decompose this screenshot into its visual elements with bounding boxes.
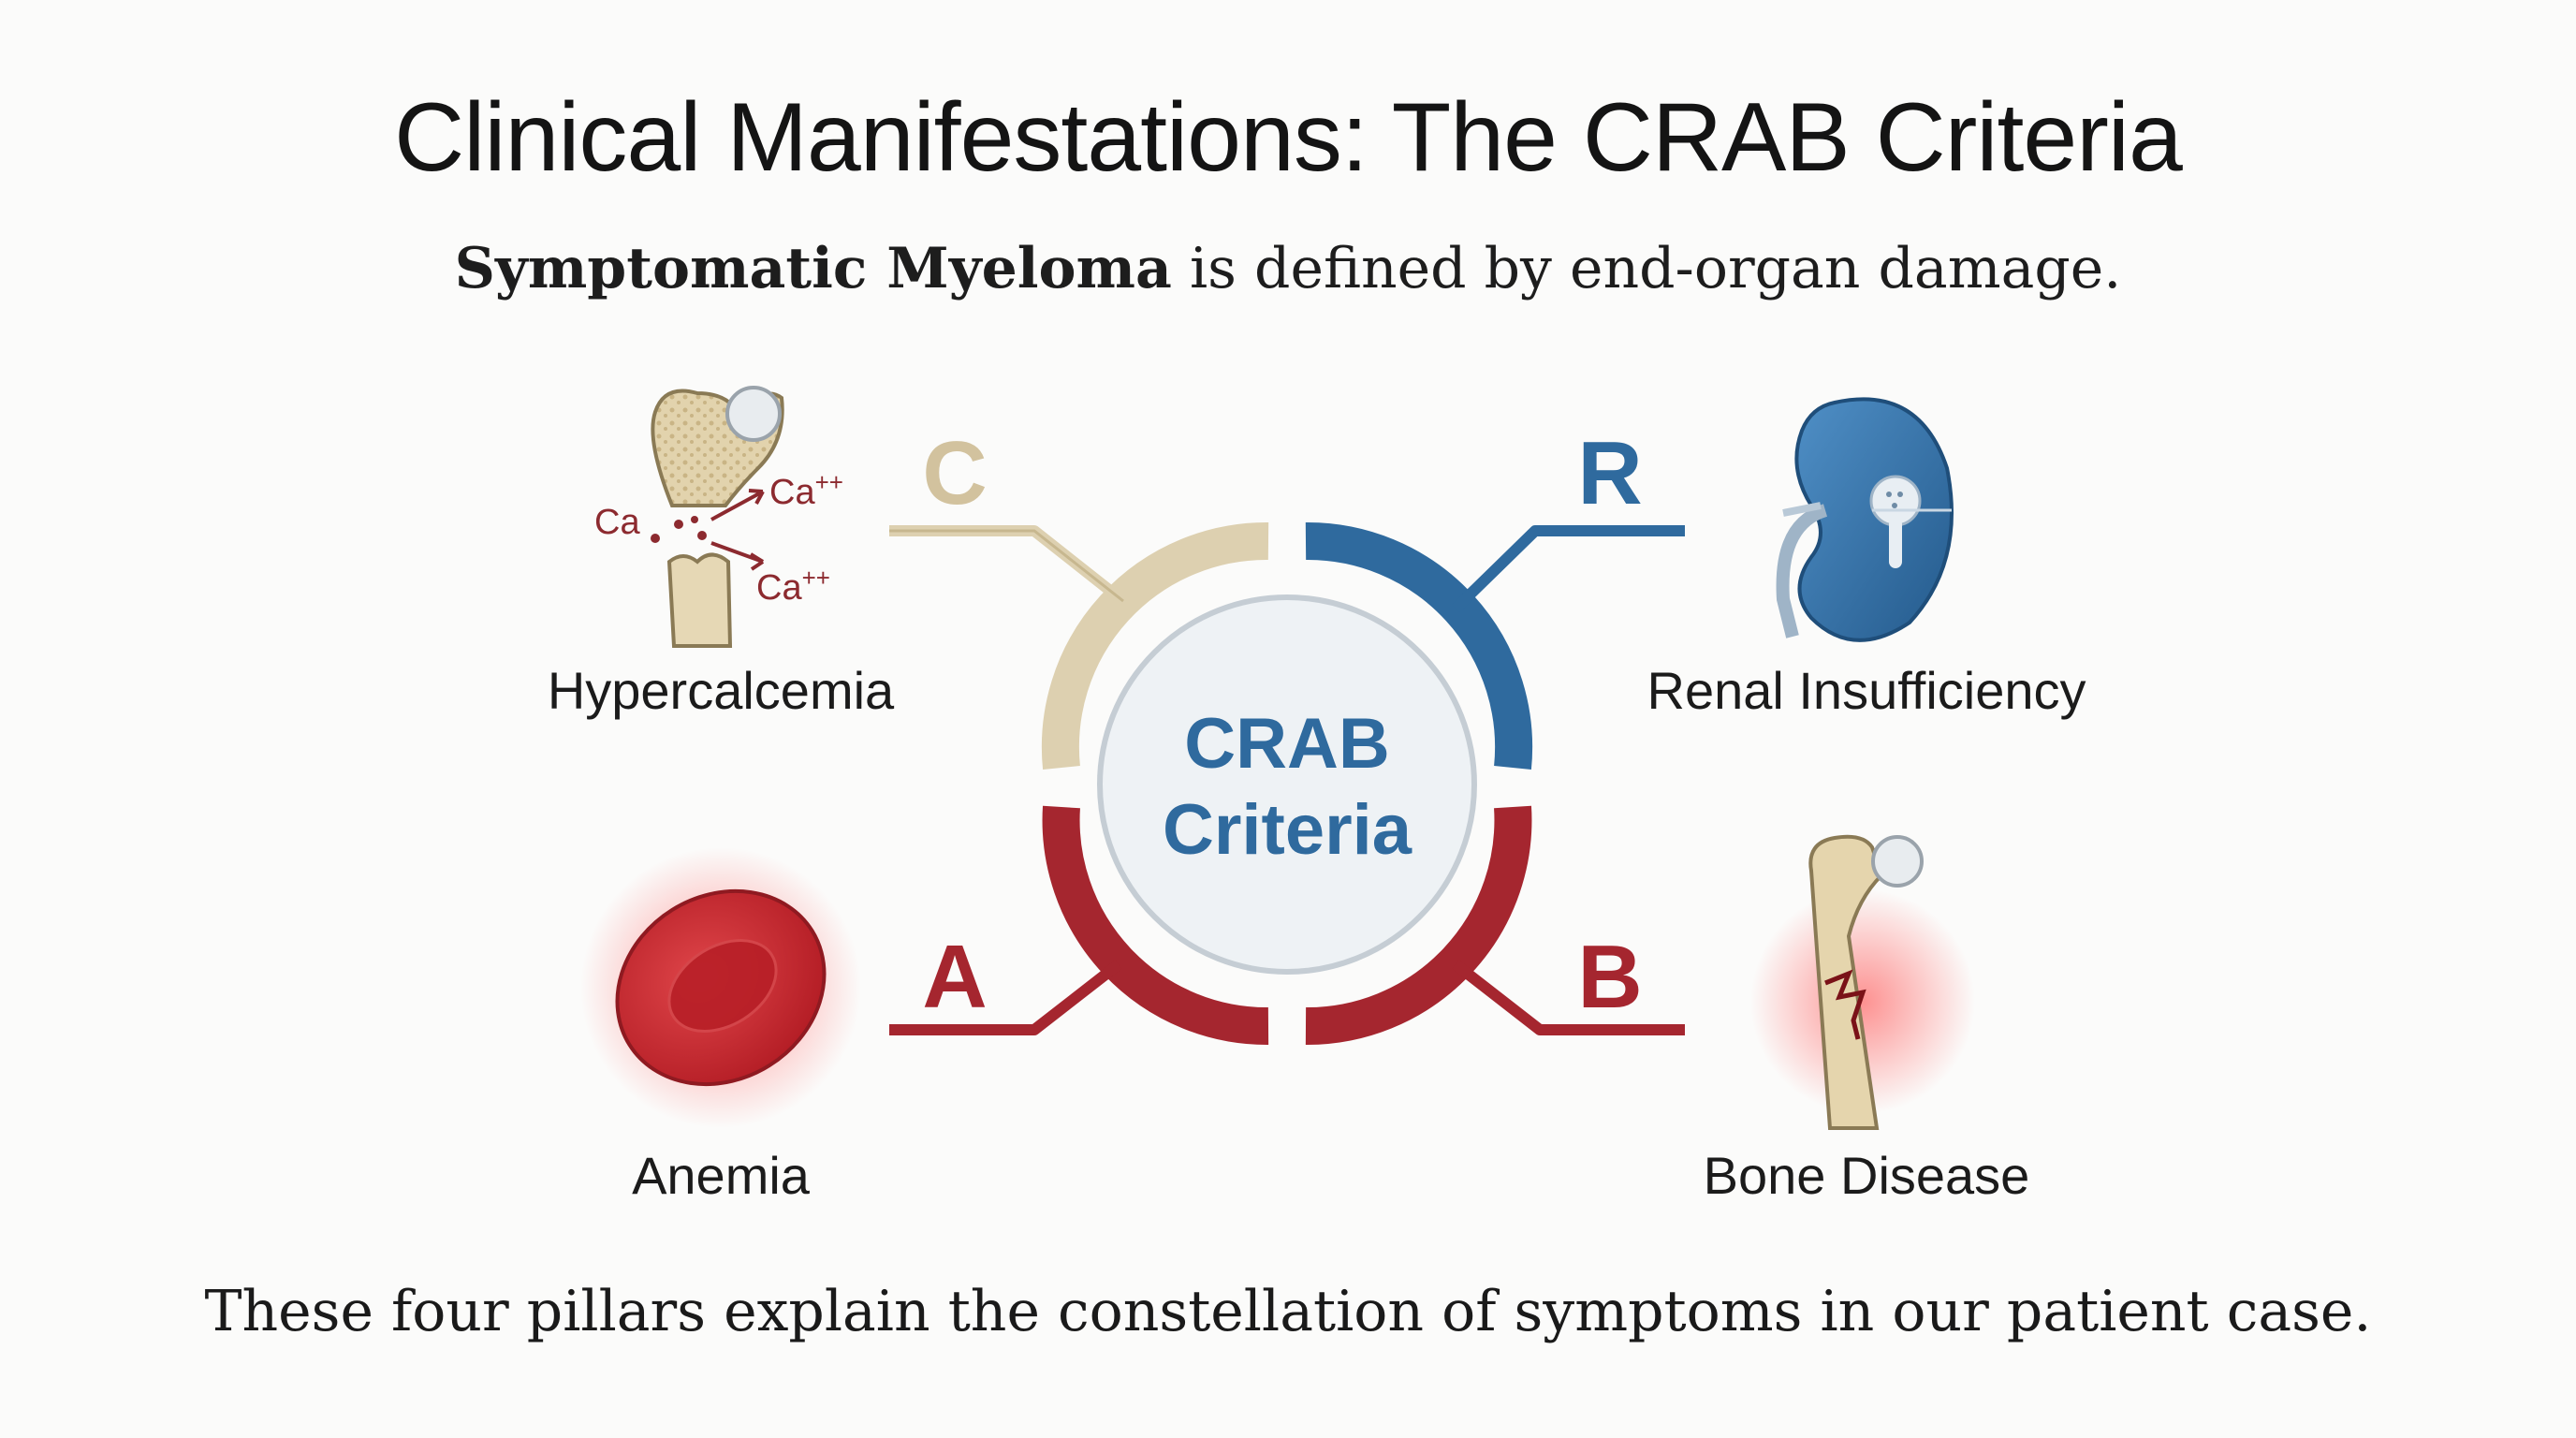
red-blood-cell-icon [580, 847, 861, 1128]
slide-title: Clinical Manifestations: The CRAB Criter… [394, 83, 2183, 192]
subtitle-rest: is defined by end-organ damage. [1171, 236, 2122, 301]
label-hypercalcemia: Hypercalcemia [548, 661, 895, 720]
connector-b [1452, 960, 1685, 1035]
segment-b [1305, 805, 1685, 1046]
segment-r [1305, 521, 1685, 770]
calcium-ion-label-2: Ca++ [756, 564, 830, 608]
letter-a: A [922, 927, 987, 1027]
calcium-label: Ca [594, 503, 640, 542]
center-label-line2: Criteria [1163, 790, 1412, 870]
subtitle-emphasis: Symptomatic Myeloma [454, 236, 1172, 301]
label-bone-disease: Bone Disease [1704, 1146, 2030, 1205]
kidney-icon [1776, 397, 1954, 642]
arc-c [1041, 521, 1269, 770]
slide-subtitle: Symptomatic Myeloma is defined by end-or… [0, 236, 2576, 301]
segment-a [889, 805, 1269, 1046]
letter-r: R [1577, 423, 1642, 523]
slide-footer: These four pillars explain the constella… [204, 1279, 2372, 1344]
label-anemia: Anemia [632, 1146, 811, 1205]
connector-c [889, 525, 1127, 606]
connector-a [889, 960, 1122, 1035]
segment-c [889, 521, 1269, 770]
center-label-line1: CRAB [1184, 704, 1390, 784]
letter-c: C [922, 423, 987, 523]
arc-b [1305, 805, 1532, 1046]
connector-r [1451, 525, 1685, 613]
fractured-bone-icon [1750, 834, 1975, 1130]
label-renal-insufficiency: Renal Insufficiency [1647, 661, 2086, 720]
arc-a [1042, 805, 1269, 1046]
letter-b: B [1577, 927, 1642, 1027]
bone-releasing-calcium-icon: Ca Ca++ Ca++ [594, 386, 843, 648]
calcium-ion-label-1: Ca++ [769, 468, 843, 512]
center-hub: CRAB Criteria [1097, 594, 1477, 975]
